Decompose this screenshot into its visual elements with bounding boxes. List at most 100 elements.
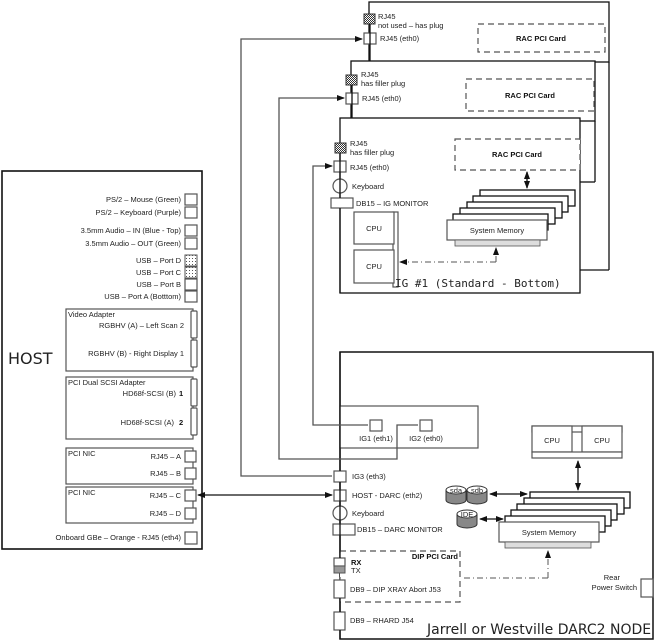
tx-port[interactable]: [333, 565, 346, 574]
usb-port-c[interactable]: [184, 266, 198, 279]
disk-sdb-icon: sdb: [466, 485, 488, 505]
darc-ig3-label: IG3 (eth3): [352, 472, 386, 481]
disk-sda-label: sda: [450, 486, 463, 495]
rj45-a-label: RJ45 – A: [151, 452, 181, 461]
port-usb-b-label: USB – Port B: [136, 280, 181, 289]
rear-power-label-1: Rear: [604, 573, 621, 582]
darc-monitor-label: DB15 – DARC MONITOR: [357, 525, 443, 534]
port-audio-in-label: 3.5mm Audio – IN (Blue - Top): [81, 226, 182, 235]
ig3-eth0-label: RJ45 (eth0): [380, 34, 420, 43]
darc-cpu-2: [581, 425, 623, 453]
rj45-c-port[interactable]: [184, 489, 197, 502]
scsi-a-label: HD68f-SCSI (A): [121, 418, 175, 427]
darc-cpu-1-label: CPU: [544, 436, 560, 445]
rj45-plug-icon: [345, 74, 358, 86]
db9-abort-port[interactable]: [333, 579, 346, 599]
rear-power-label-2: Power Switch: [592, 583, 637, 592]
ig3-node: RJ45 not used – has plug RJ45 (eth0) RAC…: [363, 1, 610, 63]
ig1-keyboard-label: Keyboard: [352, 182, 384, 191]
rj45-plug-icon: [334, 142, 347, 154]
scsi-a-port[interactable]: [190, 407, 198, 436]
ps2-keyboard-port[interactable]: [184, 206, 198, 219]
ig1-rj45-title: RJ45: [350, 139, 368, 148]
usb-port-b[interactable]: [184, 278, 198, 291]
ps2-mouse-port[interactable]: [184, 193, 198, 206]
scsi-b-port[interactable]: [190, 378, 198, 407]
ig1-rj45-note: has filler plug: [350, 148, 394, 157]
ig3-rj45-note: not used – has plug: [378, 21, 443, 30]
switch-ig2-port[interactable]: [419, 419, 433, 432]
disk-ide-icon: IDE: [456, 509, 478, 529]
darc-ig3-port[interactable]: [333, 470, 347, 483]
onboard-gbe-label: Onboard GBe – Orange - RJ45 (eth4): [56, 533, 182, 542]
rj45-d-label: RJ45 – D: [150, 509, 182, 518]
dip-pci-label: DIP PCI Card: [412, 552, 459, 561]
cable-ig2: [278, 95, 418, 460]
darc-memory-stack: System Memory: [498, 491, 631, 549]
ig1-cpu-1-label: CPU: [366, 224, 382, 233]
rj45-plug-icon: [363, 13, 376, 25]
ig1-rac-card: [454, 138, 581, 171]
ig2-node: RJ45 has filler plug RJ45 (eth0) RAC PCI…: [345, 60, 596, 122]
ig1-title: IG #1 (Standard - Bottom): [395, 277, 561, 290]
ig3-rj45-title: RJ45: [378, 12, 396, 21]
ig2-eth0-label: RJ45 (eth0): [362, 94, 402, 103]
darc-node: IG1 (eth1) IG2 (eth0) IG3 (eth3) HOST - …: [332, 351, 654, 640]
rx-label: RX: [351, 558, 361, 567]
rx-port[interactable]: [333, 557, 346, 567]
disk-ide-label: IDE: [461, 510, 474, 519]
audio-out-port[interactable]: [184, 237, 198, 250]
rj45-b-port[interactable]: [184, 467, 197, 480]
host-title: HOST: [8, 349, 53, 368]
db9-rhard-port[interactable]: [333, 611, 346, 631]
usb-port-a[interactable]: [184, 290, 198, 303]
db9-abort-label: DB9 – DIP XRAY Abort J53: [350, 585, 441, 594]
scsi-b-label: HD68f-SCSI (B): [123, 389, 177, 398]
ig2-rac-card: [465, 78, 595, 112]
rj45-c-label: RJ45 – C: [150, 491, 182, 500]
db9-rhard-label: DB9 – RHARD J54: [350, 616, 414, 625]
darc-keyboard-label: Keyboard: [352, 509, 384, 518]
dip-pci-card: [339, 550, 461, 603]
port-audio-out-label: 3.5mm Audio – OUT (Green): [85, 239, 181, 248]
switch-ig1-port[interactable]: [369, 419, 383, 432]
rear-power-switch[interactable]: [640, 578, 654, 598]
rgbhv-a-port[interactable]: [190, 310, 198, 339]
darc-memory-label: System Memory: [522, 528, 576, 537]
rgbhv-b-label: RGBHV (B) - Right Display 1: [88, 349, 184, 358]
rj45-b-label: RJ45 – B: [150, 469, 181, 478]
port-usb-a-label: USB – Port A (Botttom): [104, 292, 181, 301]
ig1-rac-label: RAC PCI Card: [492, 150, 542, 159]
ig2-rj45-note: has filler plug: [361, 79, 405, 88]
rj45-a-port[interactable]: [184, 450, 197, 463]
darc-cpu-2-label: CPU: [594, 436, 610, 445]
disk-sda-icon: sda: [445, 485, 467, 505]
ig1-monitor-label: DB15 – IG MONITOR: [356, 199, 429, 208]
darc-monitor-port[interactable]: [332, 523, 356, 536]
usb-port-d[interactable]: [184, 254, 198, 267]
darc-host-label: HOST - DARC (eth2): [352, 491, 423, 500]
cables: [197, 24, 610, 639]
pci-nic-1-card: [65, 447, 194, 485]
rj45-d-port[interactable]: [184, 507, 197, 520]
port-ps2-mouse-label: PS/2 – Mouse (Green): [106, 195, 182, 204]
host-panel: HOST PS/2 – Mouse (Green) PS/2 – Keyboar…: [1, 170, 203, 550]
video-adapter-title: Video Adapter: [68, 310, 115, 319]
rgbhv-b-port[interactable]: [190, 339, 198, 368]
video-adapter-card: [65, 308, 194, 372]
scsi-b-number: 1: [179, 389, 183, 398]
port-usb-d-label: USB – Port D: [136, 256, 182, 265]
rgbhv-a-label: RGBHV (A) – Left Scan 2: [99, 321, 184, 330]
audio-in-port[interactable]: [184, 224, 198, 237]
switch-ig2-label: IG2 (eth0): [409, 434, 443, 443]
ig1-monitor-port[interactable]: [330, 197, 354, 209]
onboard-gbe-port[interactable]: [184, 531, 198, 545]
scsi-adapter-title: PCI Dual SCSI Adapter: [68, 378, 146, 387]
darc-title: Jarrell or Westville DARC2 NODE: [426, 622, 651, 638]
pci-nic-1-title: PCI NIC: [68, 449, 96, 458]
port-usb-c-label: USB – Port C: [136, 268, 182, 277]
ig1-cpu-2: [353, 249, 395, 284]
pci-nic-2-card: [65, 486, 194, 524]
ig1-cpu-1: [353, 211, 395, 245]
